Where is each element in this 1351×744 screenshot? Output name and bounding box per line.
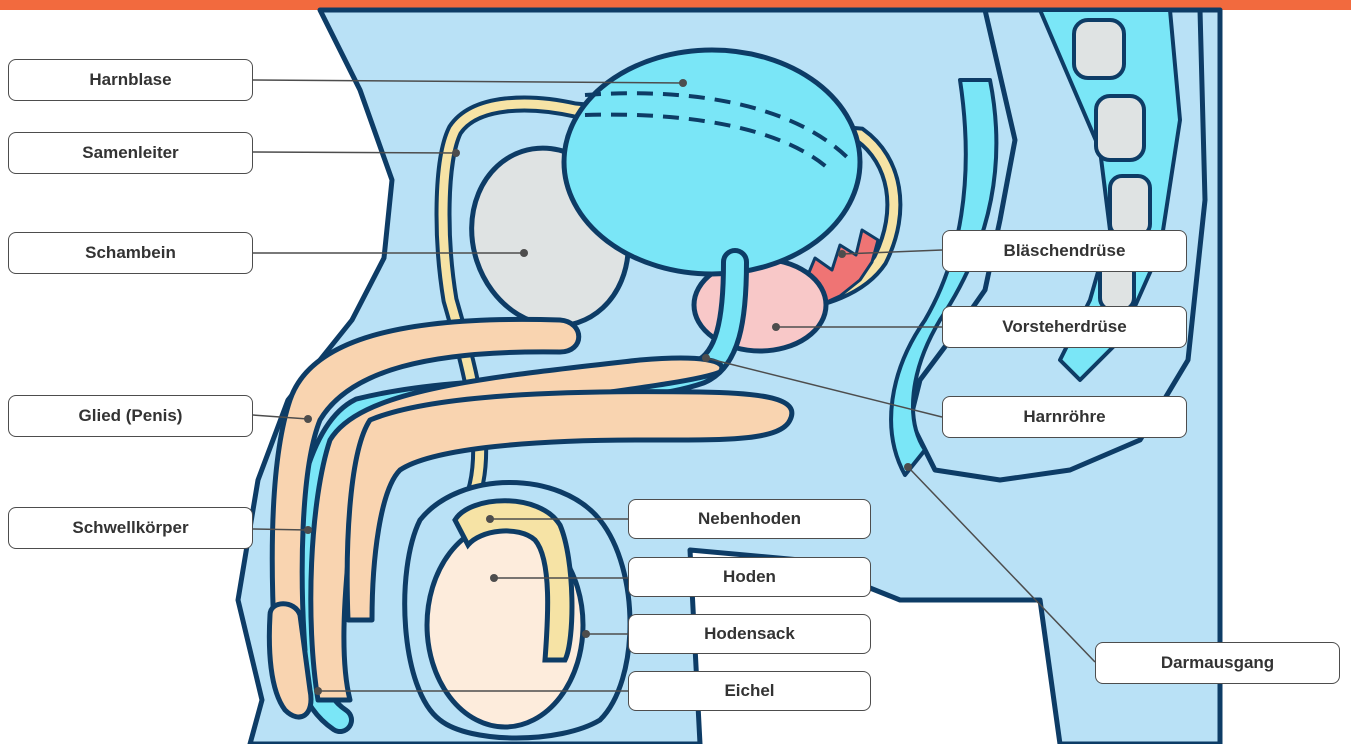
leader-dot-hoden (490, 574, 498, 582)
vertebra (1074, 20, 1124, 78)
label-harnblase: Harnblase (8, 59, 253, 101)
label-glied-penis: Glied (Penis) (8, 395, 253, 437)
leader-dot-schambein (520, 249, 528, 257)
label-nebenhoden: Nebenhoden (628, 499, 871, 539)
leader-dot-samenleiter (452, 149, 460, 157)
label-hoden: Hoden (628, 557, 871, 597)
label-hodensack: Hodensack (628, 614, 871, 654)
leader-dot-nebenhoden (486, 515, 494, 523)
leader-line-schwellkoerper (253, 529, 308, 530)
label-samenleiter: Samenleiter (8, 132, 253, 174)
leader-line-samenleiter (253, 152, 456, 153)
leader-dot-blaeschendruese (838, 250, 846, 258)
vertebra (1110, 176, 1150, 236)
label-blaeschendruese: Bläschendrüse (942, 230, 1187, 272)
label-schambein: Schambein (8, 232, 253, 274)
label-eichel: Eichel (628, 671, 871, 711)
leader-dot-glied (304, 415, 312, 423)
leader-dot-darmausgang (904, 463, 912, 471)
label-darmausgang: Darmausgang (1095, 642, 1340, 684)
leader-dot-harnblase (679, 79, 687, 87)
label-vorsteherdruese: Vorsteherdrüse (942, 306, 1187, 348)
leader-dot-harnroehre (702, 354, 710, 362)
leader-dot-eichel (314, 687, 322, 695)
leader-dot-schwellkoerper (304, 526, 312, 534)
vertebra (1096, 96, 1144, 160)
leader-dot-vorsteherdruese (772, 323, 780, 331)
label-harnroehre: Harnröhre (942, 396, 1187, 438)
label-schwellkoerper: Schwellkörper (8, 507, 253, 549)
leader-dot-hodensack (582, 630, 590, 638)
bladder (564, 50, 860, 274)
